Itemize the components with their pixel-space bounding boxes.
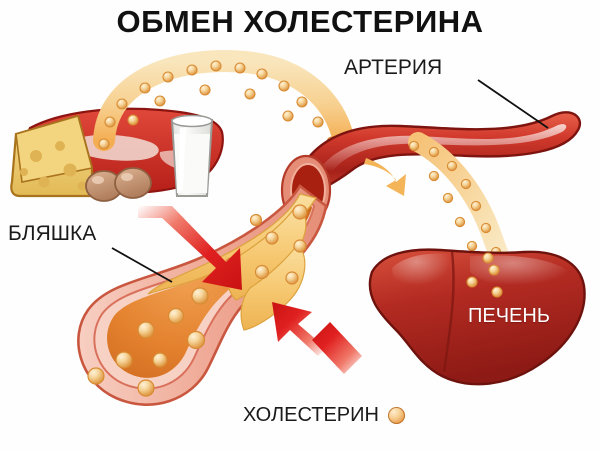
food-group bbox=[10, 107, 224, 202]
cholesterol-legend: ХОЛЕСТЕРИН bbox=[243, 404, 405, 427]
liver-label: ПЕЧЕНЬ bbox=[468, 305, 550, 327]
artery-tube-highlight bbox=[322, 124, 567, 172]
page-title: ОБМЕН ХОЛЕСТЕРИНА bbox=[116, 4, 484, 39]
cheese-hole bbox=[63, 163, 77, 177]
warning-arrow-upper-shape bbox=[138, 206, 242, 290]
cheese-hole bbox=[30, 150, 42, 162]
plaque-leader-line bbox=[111, 247, 173, 283]
milk-glass-highlight bbox=[178, 128, 186, 190]
liver-highlight bbox=[392, 253, 450, 292]
warning-arrow-upper bbox=[138, 206, 242, 290]
warning-arrow-lower bbox=[272, 302, 362, 374]
warning-arrow-lower-tail bbox=[312, 322, 362, 374]
meat-fat-marbling bbox=[70, 134, 159, 161]
artery-leader-line bbox=[477, 79, 549, 129]
plaque-label: БЛЯШКА bbox=[8, 222, 97, 245]
milk-surface bbox=[171, 114, 213, 128]
intake-flow-arrowhead-inner bbox=[364, 158, 406, 196]
intake-flow-band bbox=[93, 50, 355, 153]
cholesterol-particles-intake bbox=[98, 60, 338, 150]
plaque-deposit-lower bbox=[240, 243, 306, 331]
liver-lobe-divider bbox=[442, 251, 455, 373]
cholesterol-particles-liver bbox=[466, 252, 503, 298]
liver-organ bbox=[368, 248, 586, 386]
vessel-cross-section bbox=[77, 184, 328, 406]
cheese-hole bbox=[55, 141, 65, 151]
liver-highlight-right bbox=[470, 255, 572, 292]
legend-label: ХОЛЕСТЕРИН bbox=[243, 404, 379, 426]
cheese-hole bbox=[20, 168, 28, 176]
warning-arrow-lower-shape bbox=[272, 302, 326, 356]
cheese-hole bbox=[38, 176, 50, 188]
egg-highlight bbox=[92, 176, 104, 184]
egg-highlight bbox=[121, 173, 133, 181]
cholesterol-particle-icon bbox=[387, 407, 405, 424]
cheese-hole bbox=[77, 181, 87, 191]
artery-label: АРТЕРИЯ bbox=[344, 56, 443, 79]
egg-icon bbox=[114, 167, 152, 199]
